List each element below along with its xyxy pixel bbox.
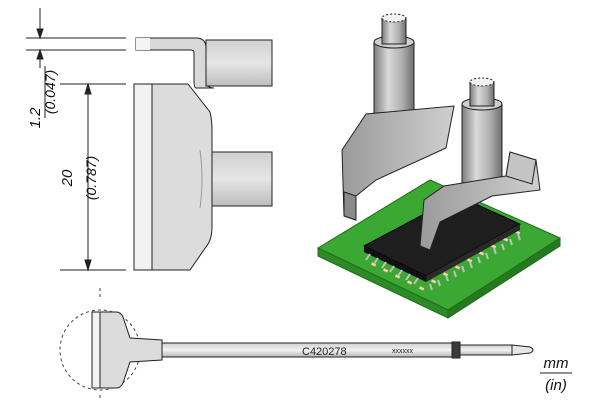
unit-legend: mm (in): [540, 355, 572, 394]
side-view-top: [135, 37, 273, 89]
part-number-label: C420278: [302, 346, 347, 358]
ic-chip: [362, 195, 522, 291]
unit-primary: mm: [544, 355, 569, 372]
dim-width-in: (0.787): [83, 156, 99, 200]
cartridge-body: [91, 311, 534, 389]
dimension-lines: [26, 8, 126, 272]
dim-width-mm: 20: [59, 169, 76, 187]
batch-code-label: xxxxxx: [392, 348, 414, 355]
dim-thickness-mm: 1.2: [27, 107, 44, 129]
tip-blade-left: [341, 13, 455, 221]
dim-thickness-in: (0.047): [42, 70, 58, 114]
unit-secondary: (in): [545, 377, 567, 394]
tip-blade-right: [419, 77, 541, 251]
side-view-blade: [133, 83, 273, 271]
